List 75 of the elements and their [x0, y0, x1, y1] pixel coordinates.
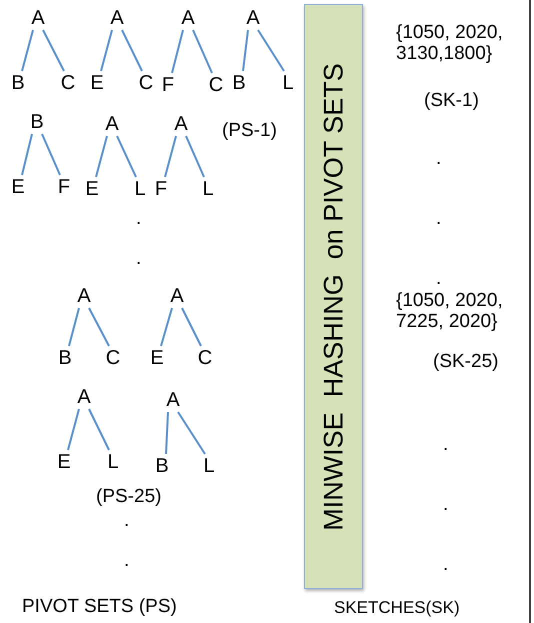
set-label: {1050, 2020, 3130,1800} [396, 22, 504, 64]
tree-branch-line [88, 408, 110, 450]
tree-branch-line [121, 30, 143, 72]
tree-node-label: A [178, 6, 198, 30]
set-label: (PS-1) [222, 120, 277, 141]
tree-node-label: F [158, 73, 178, 97]
tree-branch-line [67, 408, 80, 450]
tree-branch-line [21, 134, 33, 176]
set-label: (SK-25) [433, 351, 498, 372]
tree-node-label: A [243, 6, 263, 30]
tree-node-label: C [103, 346, 123, 370]
tree-node-label: B [27, 110, 47, 134]
ellipsis-dot: . [443, 434, 448, 455]
tree-branch-line [95, 136, 108, 178]
tree-node-label: C [195, 346, 215, 370]
tree-node-label: L [278, 71, 298, 95]
tree-branch-line [116, 136, 137, 178]
process-bar [304, 4, 363, 589]
tree-branch-line [185, 136, 205, 178]
tree-branch-line [68, 308, 80, 346]
tree-node-label: F [54, 175, 74, 199]
ellipsis-dot: . [124, 510, 130, 531]
set-label: {1050, 2020, 7225, 2020} [396, 290, 504, 332]
tree-node-label: E [147, 346, 167, 370]
tree-branch-line [160, 308, 173, 346]
tree-node-label: A [167, 284, 187, 308]
tree-node-label: A [102, 112, 122, 136]
ellipsis-dot: . [136, 248, 142, 269]
tree-node-label: E [82, 177, 102, 201]
tree-node-label: A [163, 388, 183, 412]
tree-node-label: C [206, 73, 226, 97]
tree-node-label: B [55, 346, 75, 370]
tree-node-label: A [171, 112, 191, 136]
tree-node-label: B [229, 71, 249, 95]
tree-node-label: A [74, 284, 94, 308]
tree-branch-line [88, 308, 110, 346]
tree-node-label: E [8, 175, 28, 199]
tree-node-label: B [152, 454, 172, 478]
tree-node-label: E [54, 450, 74, 474]
tree-branch-line [177, 411, 206, 455]
ellipsis-dot: . [124, 550, 130, 571]
tree-branch-line [164, 136, 177, 178]
tree-branch-line [257, 29, 285, 72]
tree-node-label: F [151, 177, 171, 201]
tree-branch-line [192, 30, 213, 74]
ellipsis-dot: . [436, 148, 442, 169]
tree-node-label: E [87, 71, 107, 95]
tree-node-label: L [103, 450, 123, 474]
ellipsis-dot: . [443, 494, 448, 515]
set-label: PIVOT SETS (PS) [22, 596, 177, 617]
tree-node-label: A [107, 6, 127, 30]
tree-branch-line [42, 30, 65, 72]
tree-branch-line [100, 30, 113, 72]
tree-branch-line [181, 308, 202, 346]
tree-node-label: B [8, 71, 28, 95]
set-label: (SK-1) [424, 90, 479, 111]
set-label: SKETCHES(SK) [334, 597, 460, 618]
tree-node-label: A [28, 6, 48, 30]
tree-node-label: A [74, 385, 94, 409]
ellipsis-dot: . [136, 208, 142, 229]
tree-node-label: L [199, 454, 219, 478]
tree-node-label: C [58, 71, 78, 95]
tree-branch-line [171, 30, 184, 74]
ellipsis-dot: . [443, 554, 448, 575]
set-label: (PS-25) [96, 486, 162, 507]
tree-branch-line [165, 412, 169, 454]
tree-node-label: C [136, 71, 156, 95]
tree-node-label: L [130, 177, 150, 201]
ellipsis-dot: . [436, 208, 442, 229]
tree-branch-line [21, 30, 34, 72]
tree-branch-line [242, 30, 249, 72]
process-label: MINWISE HASHING on PIVOT SETS [318, 62, 349, 530]
tree-node-label: L [198, 177, 218, 201]
tree-branch-line [41, 134, 61, 176]
ellipsis-dot: . [436, 268, 442, 289]
